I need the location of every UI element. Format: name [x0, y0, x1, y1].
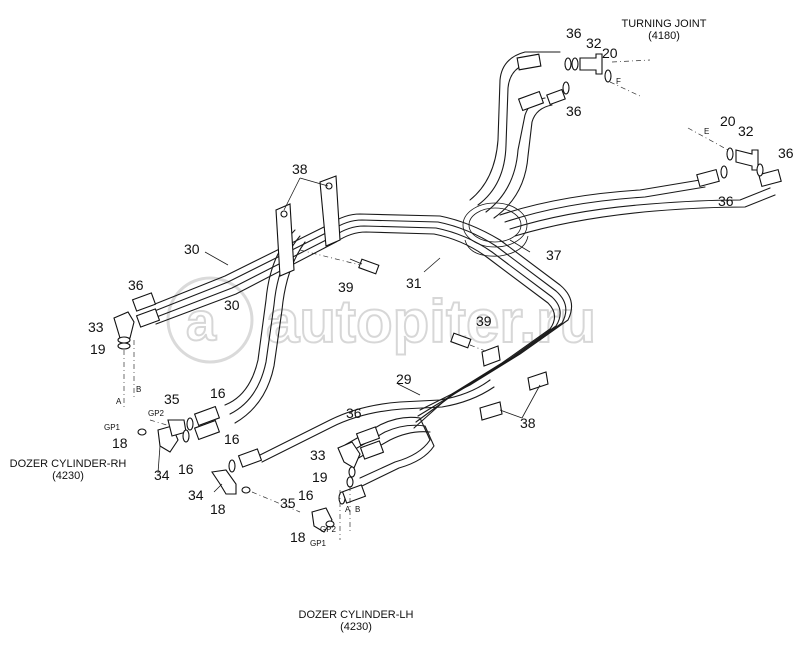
dozer-lh-code: (4230): [340, 621, 372, 633]
callout-numbers: 36 32 20 36 20 32 36 36 38 30 36 30 33 1…: [88, 25, 794, 545]
bolt-39-lower: [450, 332, 489, 353]
port-b-rh-label: B: [136, 385, 141, 394]
callout-16-lh-b: 16: [298, 487, 314, 503]
rh-cylinder-fittings: [113, 292, 221, 453]
callout-16-lh-a: 16: [224, 431, 240, 447]
callout-35-rh: 35: [164, 391, 180, 407]
callout-32-e: 32: [738, 123, 754, 139]
callout-20-tj: 20: [602, 45, 618, 61]
port-gp2-rh-label: GP2: [148, 409, 165, 418]
callout-39-lower: 39: [476, 313, 492, 329]
port-gp1-rh-label: GP1: [104, 423, 121, 432]
turning-joint-fittings: [516, 53, 651, 112]
callout-19-rh: 19: [90, 341, 106, 357]
callout-37: 37: [546, 247, 562, 263]
callout-36-e-b: 36: [718, 193, 734, 209]
callout-30-b: 30: [224, 297, 240, 313]
callout-19-lh: 19: [312, 469, 328, 485]
callout-18-lh-a: 18: [210, 501, 226, 517]
bolt-39-upper: [299, 249, 380, 275]
clamp-bracket-38-upper: [275, 175, 341, 277]
right-fittings-e: [687, 127, 782, 188]
turning-joint-code: (4180): [648, 30, 680, 42]
lh-cylinder-fittings: [211, 426, 385, 540]
callout-33-lh: 33: [310, 447, 326, 463]
dozer-lh-caption: DOZER CYLINDER-LH: [299, 609, 414, 621]
callout-38-upper: 38: [292, 161, 308, 177]
callout-30-a: 30: [184, 241, 200, 257]
port-b-lh-label: B: [355, 505, 360, 514]
port-f-label: F: [616, 77, 621, 86]
callout-18-rh: 18: [112, 435, 128, 451]
callout-39-upper: 39: [338, 279, 354, 295]
component-captions: TURNING JOINT (4180) DOZER CYLINDER-RH (…: [10, 18, 707, 633]
callout-36-tj-a: 36: [566, 25, 582, 41]
callout-36-tj-b: 36: [566, 103, 582, 119]
callout-34-rh: 34: [154, 467, 170, 483]
callout-36-rh: 36: [128, 277, 144, 293]
callout-29: 29: [396, 371, 412, 387]
callout-38-lower: 38: [520, 415, 536, 431]
leader-lines: [157, 177, 541, 493]
callout-33-rh: 33: [88, 319, 104, 335]
pipe-bundle-main: [149, 51, 776, 487]
port-a-rh-label: A: [116, 397, 122, 406]
svg-text:a: a: [186, 292, 217, 352]
turning-joint-caption: TURNING JOINT: [622, 18, 707, 30]
port-labels: F E A B GP1 GP2 A B GP1 GP2: [104, 77, 709, 548]
port-gp1-lh-label: GP1: [310, 539, 327, 548]
port-e-label: E: [704, 127, 709, 136]
watermark-text: autopiter.ru: [266, 288, 596, 355]
clamp-bracket-38-lower: [479, 345, 549, 421]
callout-36-e-a: 36: [778, 145, 794, 161]
port-a-lh-label: A: [345, 505, 351, 514]
callout-16-rh-a: 16: [210, 385, 226, 401]
dozer-rh-code: (4230): [52, 470, 84, 482]
callout-35-lh: 35: [280, 495, 296, 511]
callout-34-lh: 34: [188, 487, 204, 503]
callout-36-lh: 36: [346, 405, 362, 421]
callout-32-tj: 32: [586, 35, 602, 51]
callout-16-rh-b: 16: [178, 461, 194, 477]
callout-31: 31: [406, 275, 422, 291]
callout-18-lh-b: 18: [290, 529, 306, 545]
callout-20-e: 20: [720, 113, 736, 129]
dozer-rh-caption: DOZER CYLINDER-RH: [10, 458, 127, 470]
port-gp2-lh-label: GP2: [320, 525, 337, 534]
